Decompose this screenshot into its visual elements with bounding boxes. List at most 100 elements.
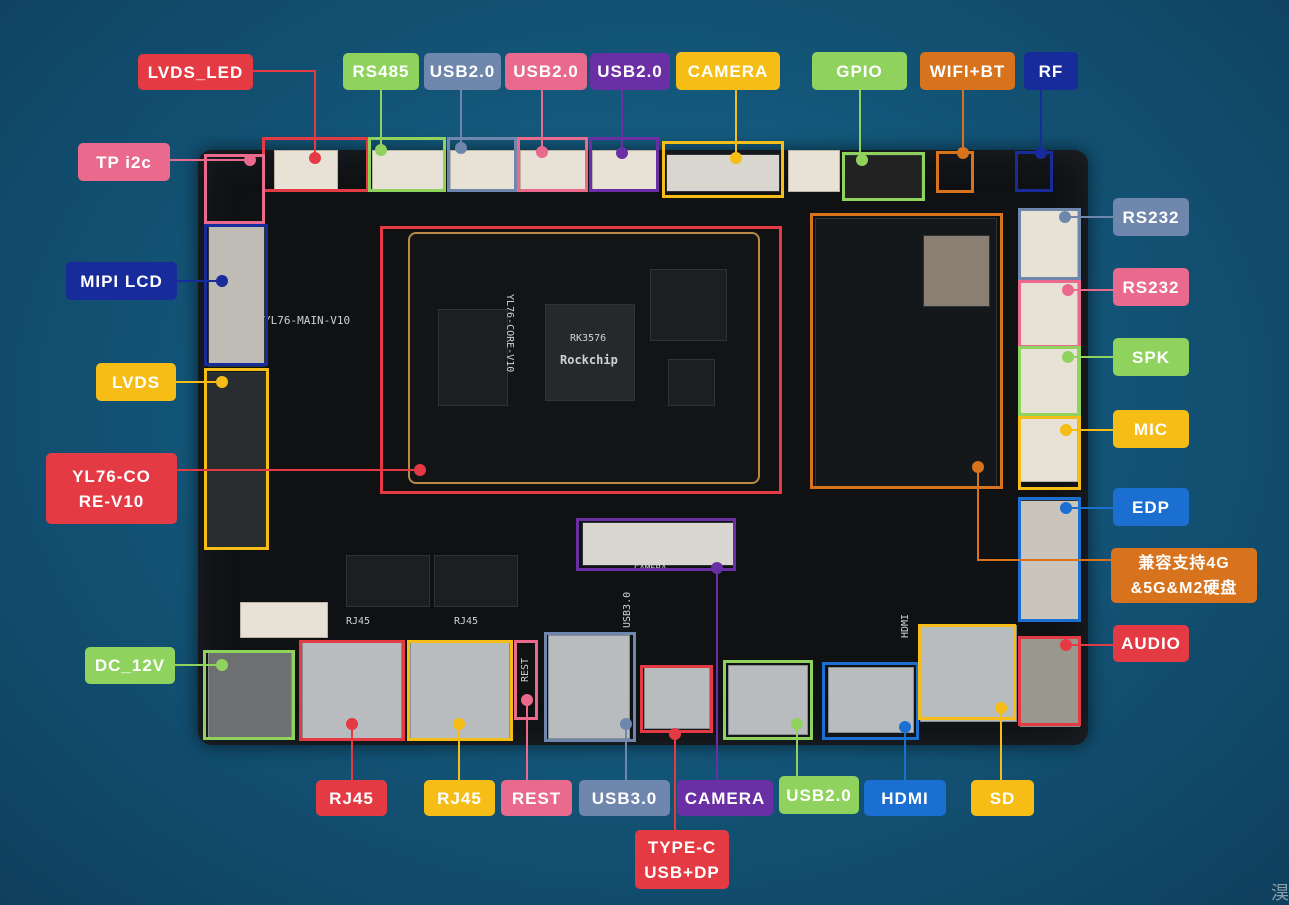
dot-gpio [856, 154, 868, 166]
label-spk: SPK [1113, 338, 1189, 376]
dot-rs485 [375, 144, 387, 156]
dot-wifi-bt [957, 147, 969, 159]
brand-silk: Rockchip [560, 353, 618, 367]
frame-camera-top [662, 141, 784, 198]
dot-m2 [972, 461, 984, 473]
label-rs232-b: RS232 [1113, 268, 1189, 306]
label-rf: RF [1024, 52, 1078, 90]
audio-jack [1020, 637, 1080, 727]
label-sd: SD [971, 780, 1034, 816]
dot-usb30 [620, 718, 632, 730]
frame-mic [1018, 416, 1081, 490]
dot-rs232-a [1059, 211, 1071, 223]
dot-mipi-lcd [216, 275, 228, 287]
label-usb20-b: USB2.0 [505, 53, 587, 90]
frame-mipi-lcd [204, 224, 268, 366]
frame-sd [918, 624, 1016, 720]
label-lvds-led: LVDS_LED [138, 54, 253, 90]
lan-transformer-a [346, 555, 430, 607]
frame-hdmi [822, 662, 919, 740]
frame-usb20-bottom [723, 660, 813, 740]
frame-usb20-b [517, 137, 588, 192]
frame-rs485 [368, 137, 446, 192]
dot-core [414, 464, 426, 476]
label-gpio: GPIO [812, 52, 907, 90]
dot-mic [1060, 424, 1072, 436]
label-rj45-b: RJ45 [424, 780, 495, 816]
label-dc-12v: DC_12V [85, 647, 175, 684]
pmic-chip [668, 359, 715, 406]
main-silk: YL76-MAIN-V10 [264, 314, 351, 327]
dot-usb20-bottom [791, 718, 803, 730]
dot-hdmi [899, 721, 911, 733]
frame-tp-i2c [204, 154, 265, 224]
dot-dc-12v [216, 659, 228, 671]
dot-camera-bottom [711, 562, 723, 574]
label-wifi-bt: WIFI+BT [920, 52, 1015, 90]
dot-rf [1035, 147, 1047, 159]
dot-tp-i2c [244, 154, 256, 166]
dot-lvds-led [309, 152, 321, 164]
spare-header [788, 150, 840, 192]
power-header [240, 602, 328, 638]
dot-usb20-c [616, 147, 628, 159]
core-module: RK3576 Rockchip YL76-CORE-V10 [408, 232, 760, 484]
rj45-silk-a: RJ45 [346, 616, 371, 627]
label-hdmi: HDMI [864, 780, 946, 816]
label-camera-bottom: CAMERA [677, 780, 773, 816]
label-m2: 兼容支持4G &5G&M2硬盘 [1111, 548, 1257, 603]
label-mic: MIC [1113, 410, 1189, 448]
emmc-chip [650, 269, 727, 341]
frame-usb20-c [589, 137, 659, 192]
frame-usb30 [544, 632, 636, 742]
label-tp-i2c: TP i2c [78, 143, 170, 181]
dot-edp [1060, 502, 1072, 514]
frame-gpio [842, 152, 925, 201]
frame-camera-bottom [576, 518, 736, 571]
label-rs232-a: RS232 [1113, 198, 1189, 236]
watermark: 淏 [1271, 883, 1289, 904]
dot-rs232-b [1062, 284, 1074, 296]
label-core: YL76-CO RE-V10 [46, 453, 177, 524]
leader-lvds-led [253, 70, 316, 158]
usb3-port [548, 635, 630, 739]
lvds-header [206, 372, 266, 549]
dot-usb20-b [536, 146, 548, 158]
dot-lvds [216, 376, 228, 388]
dot-rj45-a [346, 718, 358, 730]
frame-audio [1018, 636, 1081, 726]
label-usb20-bottom: USB2.0 [779, 776, 859, 814]
soc-silk: RK3576 [570, 333, 607, 344]
label-usb20-c: USB2.0 [590, 53, 670, 90]
mipi-connector [208, 225, 265, 367]
dot-usb20-a [455, 142, 467, 154]
frame-dc-12v [203, 650, 295, 740]
label-audio: AUDIO [1113, 625, 1189, 662]
frame-lvds [204, 368, 269, 550]
frame-rs232-a [1018, 208, 1081, 280]
camera-fpc-top [666, 154, 780, 192]
lvds-led-header [274, 150, 338, 192]
label-rest: REST [501, 780, 572, 816]
dot-spk [1062, 351, 1074, 363]
label-lvds: LVDS [96, 363, 176, 401]
leader-m2 [977, 467, 1113, 561]
dot-audio [1060, 639, 1072, 651]
label-rj45-a: RJ45 [316, 780, 387, 816]
dot-rj45-b [453, 718, 465, 730]
frame-usb20-a [447, 137, 517, 192]
rj45-silk-b: RJ45 [454, 616, 479, 627]
memory-chip [438, 309, 508, 406]
dot-type-c [669, 728, 681, 740]
dot-sd [995, 702, 1007, 714]
wifi-module [923, 235, 990, 307]
frame-m2 [810, 213, 1003, 489]
label-usb30: USB3.0 [579, 780, 670, 816]
soc-chip: RK3576 Rockchip [545, 304, 635, 401]
label-edp: EDP [1113, 488, 1189, 526]
label-mipi-lcd: MIPI LCD [66, 262, 177, 300]
label-type-c: TYPE-C USB+DP [635, 830, 729, 889]
dot-camera-top [730, 152, 742, 164]
frame-spk [1018, 346, 1081, 416]
